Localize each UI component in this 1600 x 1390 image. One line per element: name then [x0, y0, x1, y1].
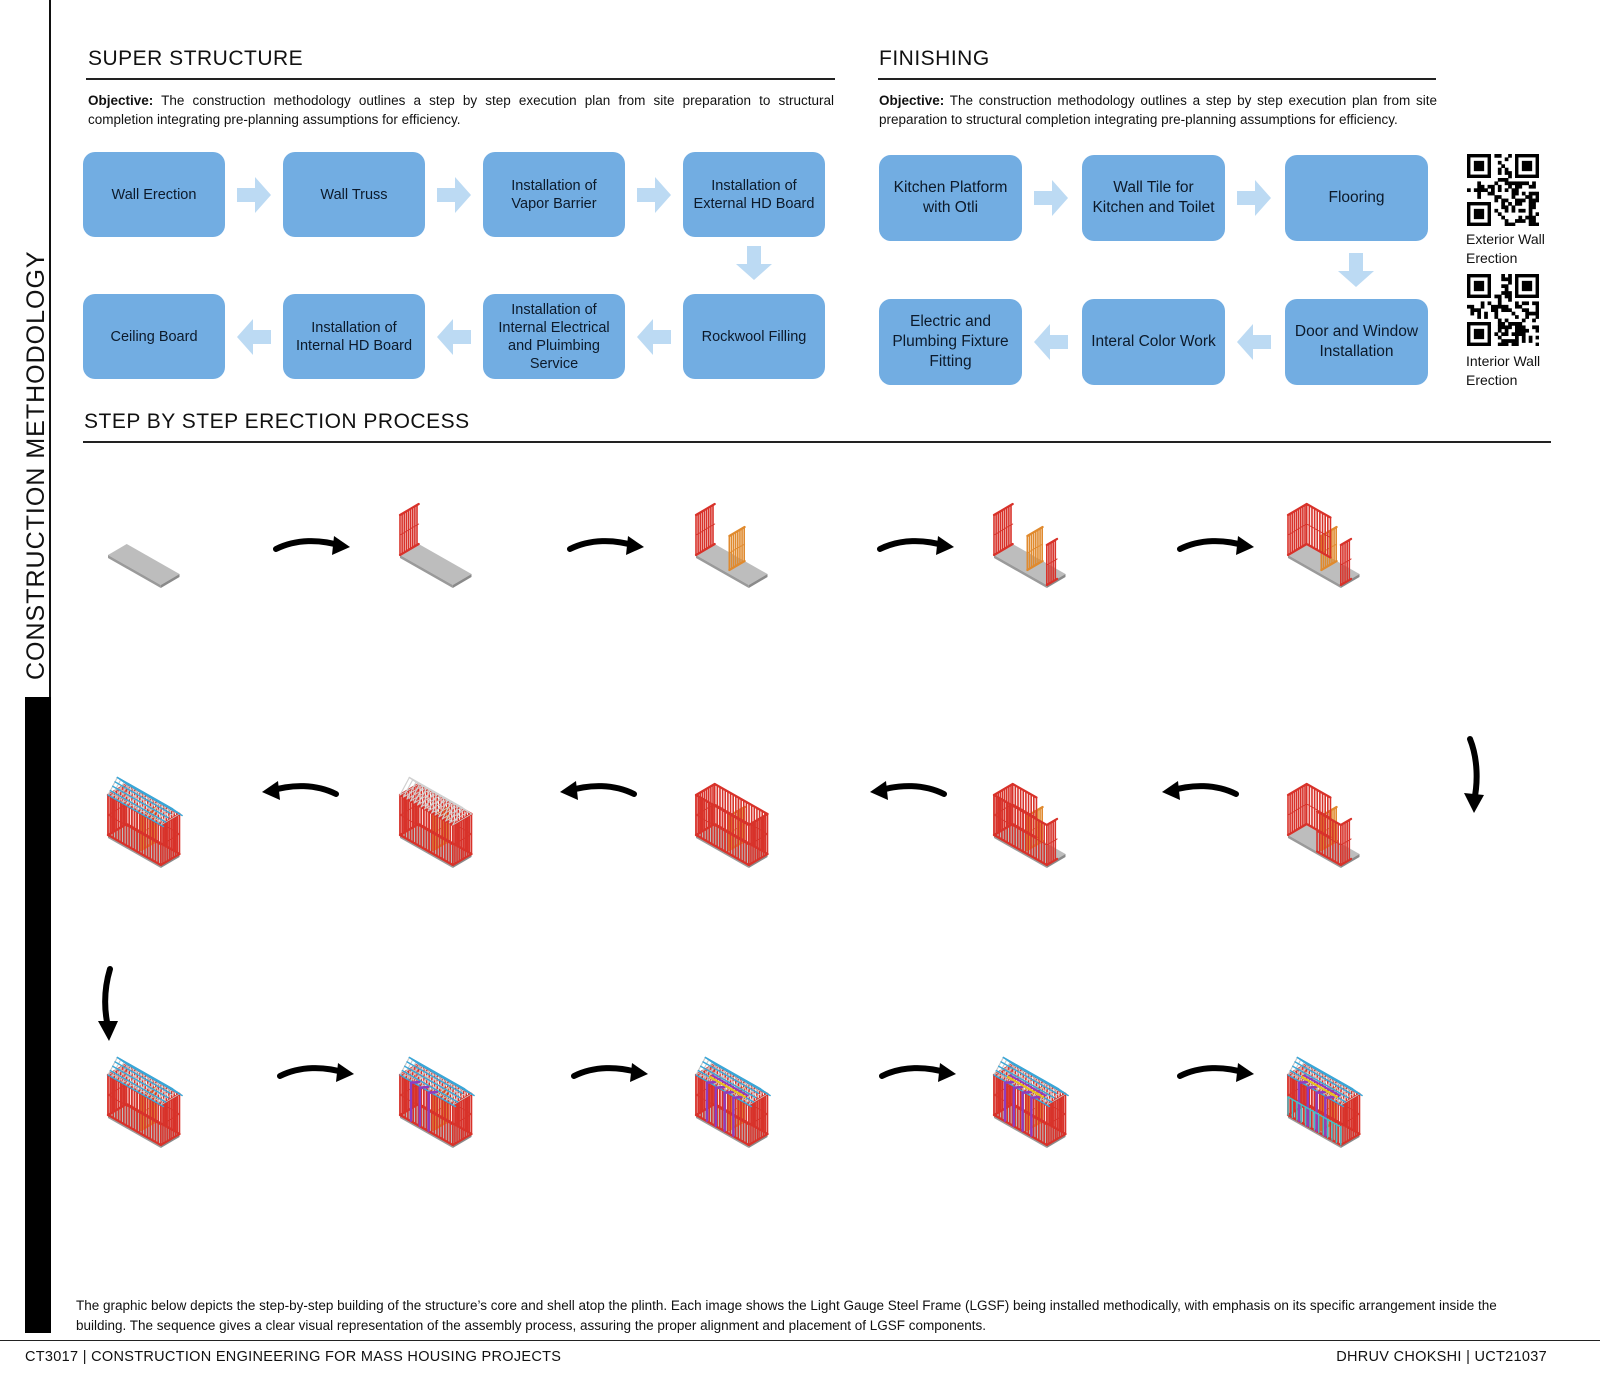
flow-step-door-window: Door and Window Installation — [1285, 299, 1428, 385]
flow-step-ceiling-board: Ceiling Board — [83, 294, 225, 379]
sequence-arrow-right-icon — [567, 536, 644, 555]
flow-arrow-right-icon — [637, 177, 671, 213]
sequence-arrow-down-icon — [98, 966, 118, 1041]
flow-step-fixture-fitting: Electric and Plumbing Fixture Fitting — [879, 299, 1022, 385]
erection-stage-8 — [694, 782, 769, 868]
flow-arrow-left-icon — [237, 319, 271, 355]
erection-heading: STEP BY STEP ERECTION PROCESS — [84, 410, 470, 433]
flow-step-internal-services: Installation of Internal Electrical and … — [483, 294, 625, 379]
sequence-arrow-left-icon — [1162, 781, 1239, 800]
flow-step-internal-hd-board: Installation of Internal HD Board — [283, 294, 425, 379]
side-rule — [49, 0, 51, 700]
erection-stage-13 — [694, 1056, 771, 1148]
flow-step-kitchen-platform: Kitchen Platform with Otli — [879, 155, 1022, 241]
flow-arrow-down-icon — [736, 246, 772, 280]
erection-stage-3 — [694, 502, 768, 588]
sequence-arrow-left-icon — [262, 781, 339, 800]
finishing-rule — [878, 78, 1436, 80]
flow-step-external-hd-board: Installation of External HD Board — [683, 152, 825, 237]
erection-stage-7 — [992, 782, 1066, 868]
footer-author: DHRUV CHOKSHI | UCT21037 — [1336, 1349, 1547, 1365]
erection-stage-1 — [108, 544, 180, 588]
sequence-arrow-left-icon — [870, 781, 947, 800]
erection-stage-10 — [106, 776, 183, 868]
sequence-arrow-right-icon — [1177, 1063, 1254, 1082]
side-title: CONSTRUCTION METHODOLOGY — [22, 250, 50, 680]
erection-stage-15 — [1286, 1056, 1363, 1148]
flow-step-vapor-barrier: Installation of Vapor Barrier — [483, 152, 625, 237]
qr-code-icon — [1467, 154, 1539, 226]
flow-arrow-left-icon — [1237, 324, 1271, 360]
flow-arrow-left-icon — [437, 319, 471, 355]
sequence-arrow-right-icon — [877, 536, 954, 555]
erection-rule — [83, 441, 1551, 443]
flow-arrow-left-icon — [1034, 324, 1068, 360]
sequence-arrow-right-icon — [277, 1063, 354, 1082]
erection-stage-12 — [398, 1056, 475, 1148]
footer-rule — [0, 1340, 1600, 1341]
sequence-arrow-down-icon — [1464, 736, 1484, 813]
qr-label-exterior: Exterior Wall Erection — [1466, 231, 1545, 266]
erection-stage-14 — [992, 1056, 1069, 1148]
erection-caption: The graphic below depicts the step-by-st… — [76, 1298, 1497, 1333]
erection-stage-4 — [992, 502, 1066, 588]
flow-step-flooring: Flooring — [1285, 155, 1428, 241]
sequence-arrow-right-icon — [879, 1063, 956, 1082]
objective-text: The construction methodology outlines a … — [88, 93, 834, 127]
erection-stage-9 — [398, 776, 473, 868]
qr-label-interior: Interior Wall Erection — [1466, 353, 1541, 388]
sequence-arrow-right-icon — [571, 1063, 648, 1082]
flow-step-rockwool-filling: Rockwool Filling — [683, 294, 825, 379]
qr-code-icon — [1467, 274, 1539, 346]
erection-stage-2 — [398, 502, 472, 588]
flow-step-wall-tile: Wall Tile for Kitchen and Toilet — [1082, 155, 1225, 241]
flow-step-wall-erection: Wall Erection — [83, 152, 225, 237]
objective-text: The construction methodology outlines a … — [879, 93, 1438, 127]
super-structure-rule — [86, 78, 835, 80]
flow-arrow-right-icon — [1237, 180, 1271, 216]
erection-stage-6 — [1286, 782, 1360, 868]
finishing-objective: Objective: The construction methodology … — [879, 91, 1437, 129]
flow-arrow-left-icon — [637, 319, 671, 355]
flow-arrow-right-icon — [237, 177, 271, 213]
erection-stage-5 — [1286, 502, 1360, 588]
side-bar — [25, 697, 51, 1333]
erection-stage-11 — [106, 1056, 183, 1148]
sequence-arrow-right-icon — [273, 536, 350, 555]
flow-arrow-down-icon — [1338, 253, 1374, 287]
sequence-arrow-right-icon — [1177, 536, 1254, 555]
flow-arrow-right-icon — [437, 177, 471, 213]
objective-label: Objective: — [88, 93, 154, 108]
sequence-arrow-left-icon — [560, 781, 637, 800]
objective-label: Objective: — [879, 93, 945, 108]
footer-course: CT3017 | CONSTRUCTION ENGINEERING FOR MA… — [25, 1349, 562, 1365]
flow-step-wall-truss: Wall Truss — [283, 152, 425, 237]
flow-step-color-work: Interal Color Work — [1082, 299, 1225, 385]
super-structure-objective: Objective: The construction methodology … — [88, 91, 834, 129]
finishing-heading: FINISHING — [879, 47, 990, 70]
super-structure-heading: SUPER STRUCTURE — [88, 47, 304, 70]
flow-arrow-right-icon — [1034, 180, 1068, 216]
